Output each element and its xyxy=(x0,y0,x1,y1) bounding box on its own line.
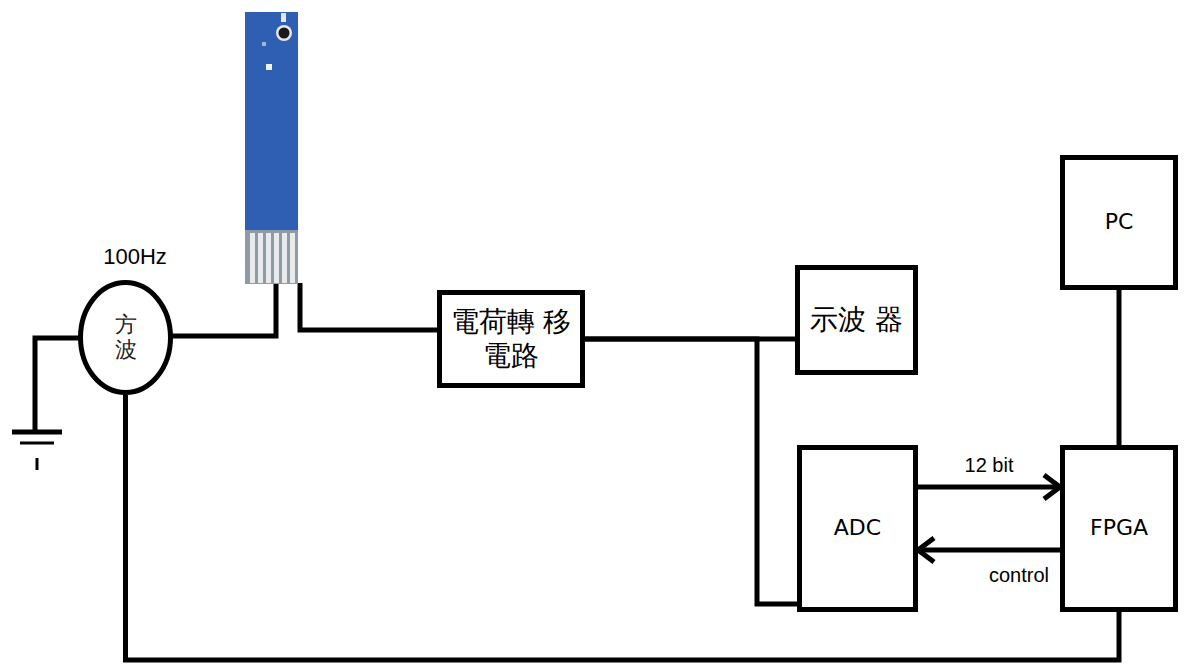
ground-symbol xyxy=(20,442,54,445)
wire xyxy=(918,548,1060,553)
wire xyxy=(126,395,1120,660)
wire xyxy=(918,485,1060,490)
wire xyxy=(585,339,797,604)
fpga-box: FPGA xyxy=(1060,445,1178,612)
connector xyxy=(126,395,1120,660)
signal-label: 12 bit xyxy=(962,454,1017,477)
circuit-box: 電荷轉 移電路 xyxy=(437,290,585,388)
signal-source: 100Hz方波 xyxy=(78,280,173,395)
source-label: 方波 xyxy=(115,313,137,361)
connector xyxy=(1119,290,1120,445)
sensor-wire xyxy=(300,283,437,330)
box-label: 示波 器 xyxy=(810,303,903,337)
signal-label: control xyxy=(986,564,1052,587)
wire xyxy=(1117,290,1122,445)
frequency-label: 100Hz xyxy=(103,244,167,270)
connector xyxy=(918,538,1060,562)
connector xyxy=(918,475,1060,499)
ground-symbol xyxy=(36,458,39,470)
ground-symbol xyxy=(12,430,62,435)
box-label: PC xyxy=(1105,209,1134,235)
sensor-wire xyxy=(172,283,276,336)
sensor-strip xyxy=(245,12,298,284)
computer-box: PC xyxy=(1060,155,1178,290)
converter-box: ADC xyxy=(797,445,918,612)
connector xyxy=(585,339,797,604)
ground-wire xyxy=(35,338,78,432)
box-label: ADC xyxy=(834,515,881,541)
instrument-box: 示波 器 xyxy=(795,265,918,375)
box-label: FPGA xyxy=(1090,515,1148,541)
box-label: 電荷轉 移電路 xyxy=(450,305,572,372)
arrowhead xyxy=(918,538,934,562)
arrowhead xyxy=(1044,475,1060,499)
